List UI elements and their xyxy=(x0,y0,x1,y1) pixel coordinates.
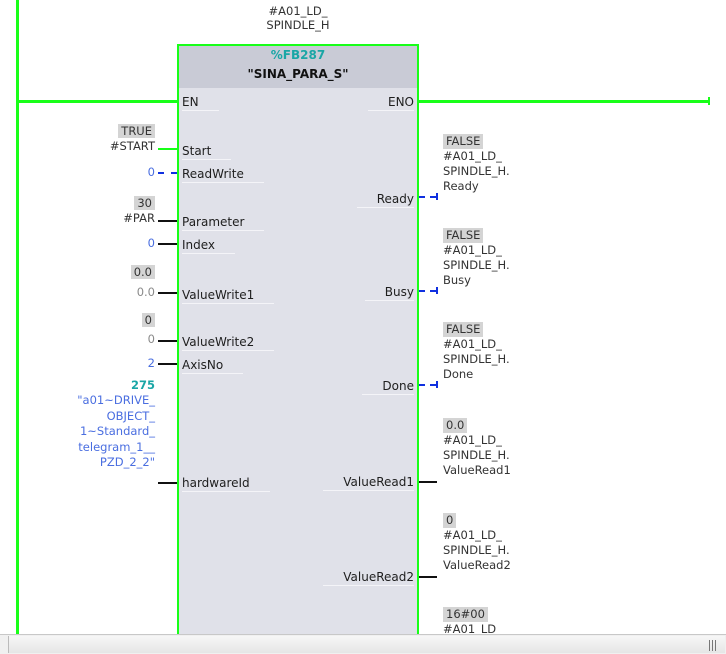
valueread1-operand-line: #A01_LD_ xyxy=(443,433,502,447)
done-operand-line: SPINDLE_H. xyxy=(443,352,510,366)
next-output-value: 16#00 xyxy=(443,607,488,622)
readwrite-operand[interactable]: 0 xyxy=(147,165,155,179)
pin-readwrite[interactable]: ReadWrite xyxy=(182,167,264,183)
valuewrite1-monitor-value: 0.0 xyxy=(60,265,155,279)
hardwareid-monitor-value: 275 xyxy=(130,378,155,392)
start-monitor-value: TRUE xyxy=(60,124,155,138)
hardwareid-operand[interactable]: "a01~DRIVE_ OBJECT_ 1~Standard_ telegram… xyxy=(20,393,155,471)
valueread1-wire xyxy=(419,481,437,483)
pin-done[interactable]: Done xyxy=(362,379,414,395)
busy-operand-line: SPINDLE_H. xyxy=(443,258,510,272)
valueread2-output[interactable]: 0 #A01_LD_ SPINDLE_H. ValueRead2 xyxy=(443,513,511,573)
next-output[interactable]: 16#00 #A01_LD_ xyxy=(443,607,502,637)
parameter-operand[interactable]: #PAR xyxy=(123,211,155,225)
instance-db-line2: SPINDLE_H xyxy=(266,18,330,32)
done-operand-line: Done xyxy=(443,367,474,381)
left-power-rail xyxy=(16,0,19,634)
parameter-monitor-value: 30 xyxy=(60,196,155,210)
valuewrite2-operand[interactable]: 0 xyxy=(147,332,155,346)
axisno-wire xyxy=(158,363,177,365)
pin-busy[interactable]: Busy xyxy=(364,285,414,301)
valueread2-value: 0 xyxy=(443,513,457,528)
block-name: "SINA_PARA_S" xyxy=(247,67,349,81)
eno-wire-end xyxy=(708,97,710,105)
ready-operand-line: SPINDLE_H. xyxy=(443,164,510,178)
pin-en[interactable]: EN xyxy=(182,95,219,111)
hardwareid-wire xyxy=(158,482,177,484)
pin-valueread2[interactable]: ValueRead2 xyxy=(323,570,414,586)
valuewrite1-value: 0.0 xyxy=(130,265,155,279)
pin-index[interactable]: Index xyxy=(182,238,236,254)
pin-valuewrite2[interactable]: ValueWrite2 xyxy=(182,335,275,351)
ready-operand-line: #A01_LD_ xyxy=(443,149,502,163)
valuewrite2-wire xyxy=(158,340,177,342)
busy-operand-line: #A01_LD_ xyxy=(443,243,502,257)
done-operand-line: #A01_LD_ xyxy=(443,337,502,351)
valueread2-operand-line: #A01_LD_ xyxy=(443,528,502,542)
valueread2-operand-line: SPINDLE_H. xyxy=(443,543,510,557)
en-power-wire xyxy=(16,100,179,103)
valueread2-wire xyxy=(419,576,437,578)
valueread2-operand-line: ValueRead2 xyxy=(443,558,511,572)
instance-db-name[interactable]: #A01_LD_ SPINDLE_H xyxy=(177,4,419,32)
start-value: TRUE xyxy=(118,124,155,138)
busy-operand-line: Busy xyxy=(443,273,471,287)
ready-wire-end xyxy=(436,193,438,200)
pin-valuewrite1[interactable]: ValueWrite1 xyxy=(182,288,275,304)
function-block[interactable]: %FB287 "SINA_PARA_S" EN ENO Start ReadWr… xyxy=(177,44,419,648)
parameter-wire xyxy=(158,220,177,222)
block-header: %FB287 "SINA_PARA_S" xyxy=(179,46,417,88)
axisno-operand[interactable]: 2 xyxy=(147,356,155,370)
busy-value: FALSE xyxy=(443,228,484,243)
horizontal-scrollbar[interactable] xyxy=(0,634,726,654)
done-output[interactable]: FALSE #A01_LD_ SPINDLE_H. Done xyxy=(443,322,510,382)
done-wire xyxy=(419,384,436,386)
eno-power-wire xyxy=(417,100,709,103)
scrollbar-grip-icon xyxy=(709,640,717,651)
next-output-operand-line: #A01_LD_ xyxy=(443,622,502,636)
instance-db-line1: #A01_LD_ xyxy=(268,4,328,18)
done-value: FALSE xyxy=(443,322,484,337)
valueread1-output[interactable]: 0.0 #A01_LD_ SPINDLE_H. ValueRead1 xyxy=(443,418,511,478)
index-operand[interactable]: 0 xyxy=(147,236,155,250)
start-wire xyxy=(158,148,177,150)
ready-operand-line: Ready xyxy=(443,179,479,193)
parameter-value: 30 xyxy=(134,196,155,210)
hardwareid-operand-line: OBJECT_ xyxy=(106,408,155,423)
busy-wire xyxy=(419,290,436,292)
scrollbar-thumb[interactable] xyxy=(8,636,725,653)
pin-eno[interactable]: ENO xyxy=(367,95,414,111)
hardwareid-operand-line: 1~Standard_ xyxy=(79,424,155,438)
valuewrite1-wire xyxy=(158,292,177,294)
valuewrite2-monitor-value: 0 xyxy=(60,313,155,327)
valuewrite2-value: 0 xyxy=(141,313,155,327)
valuewrite1-operand[interactable]: 0.0 xyxy=(136,285,155,299)
start-operand[interactable]: #START xyxy=(109,139,155,153)
pin-hardwareid[interactable]: hardwareId xyxy=(182,476,270,492)
pin-start[interactable]: Start xyxy=(182,144,232,160)
pin-ready[interactable]: Ready xyxy=(356,192,414,208)
done-wire-end xyxy=(436,381,438,388)
valueread1-value: 0.0 xyxy=(443,418,468,433)
hardwareid-operand-line: telegram_1__ xyxy=(78,439,155,454)
ready-value: FALSE xyxy=(443,134,484,149)
readwrite-wire xyxy=(158,172,177,174)
ready-output[interactable]: FALSE #A01_LD_ SPINDLE_H. Ready xyxy=(443,134,510,194)
hardwareid-operand-line: "a01~DRIVE_ xyxy=(77,393,155,407)
pin-parameter[interactable]: Parameter xyxy=(182,215,265,231)
busy-wire-end xyxy=(436,287,438,294)
valueread1-operand-line: SPINDLE_H. xyxy=(443,448,510,462)
index-wire xyxy=(158,243,177,245)
ready-wire xyxy=(419,196,436,198)
busy-output[interactable]: FALSE #A01_LD_ SPINDLE_H. Busy xyxy=(443,228,510,288)
valueread1-operand-line: ValueRead1 xyxy=(443,463,511,477)
block-number: %FB287 xyxy=(270,48,326,62)
pin-axisno[interactable]: AxisNo xyxy=(182,358,244,374)
pin-valueread1[interactable]: ValueRead1 xyxy=(323,475,414,491)
hardwareid-operand-line: PZD_2_2" xyxy=(99,455,155,469)
